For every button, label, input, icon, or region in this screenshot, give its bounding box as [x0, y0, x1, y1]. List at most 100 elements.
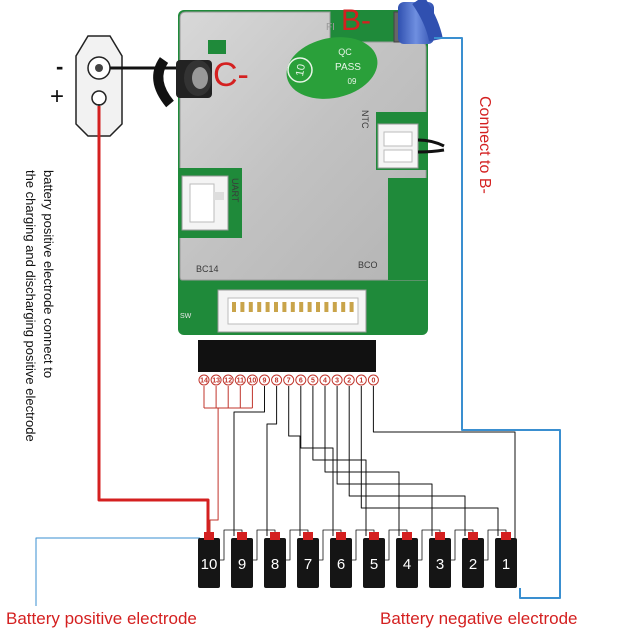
cell-number: 8: [271, 556, 279, 573]
cell-positive-cap: [204, 532, 214, 540]
positive-note-line2: the charging and discharging positive el…: [23, 170, 38, 442]
pin-number: 3: [335, 378, 339, 385]
cell-number: 10: [201, 556, 218, 573]
cell-body: [363, 538, 385, 588]
balance-pin: [299, 302, 304, 312]
series-link: [484, 529, 507, 561]
sense-wire-6: [300, 386, 334, 536]
cell-body: [330, 538, 352, 588]
cell-positive-cap: [501, 532, 511, 540]
pin-label-3: 3: [331, 374, 343, 386]
balance-pin: [232, 302, 236, 312]
pin-number: 5: [311, 378, 315, 385]
pin-number: 1: [359, 378, 363, 385]
terminal-plus-sign: +: [50, 83, 64, 110]
battery-cell-3: 3: [429, 532, 451, 588]
sense-wire-b0: [372, 386, 516, 538]
sense-wire-8: [266, 386, 278, 536]
shield-cutout: [208, 40, 226, 54]
cell-positive-cap: [435, 532, 445, 540]
pin-label-7: 7: [283, 374, 295, 386]
pcb-area-right: [388, 178, 428, 280]
sense-wire-4: [324, 386, 400, 536]
battery-cell-2: 2: [462, 532, 484, 588]
balance-pin: [307, 302, 312, 312]
qc-pass-badge: 10 QC PASS 09: [286, 37, 378, 99]
series-link: [418, 529, 441, 561]
pin-number: 14: [200, 378, 208, 385]
pin-number: 13: [212, 378, 220, 385]
cell-number: 9: [238, 556, 246, 573]
cell-number: 7: [304, 556, 312, 573]
series-link: [253, 529, 276, 561]
battery-positive-label: Battery positive electrode: [6, 609, 197, 628]
terminal-minus-sign: -: [56, 54, 63, 79]
pin-label-12: 12: [222, 374, 234, 386]
cell-positive-cap: [369, 532, 379, 540]
balance-pin: [316, 302, 320, 312]
balance-pin: [282, 302, 287, 312]
pin-number: 10: [249, 378, 257, 385]
pin-label-5: 5: [307, 374, 319, 386]
pin-number: 8: [275, 378, 279, 385]
pin-label-6: 6: [295, 374, 307, 386]
balance-pin: [265, 302, 270, 312]
balance-pin: [290, 302, 295, 312]
cell-body: [429, 538, 451, 588]
battery-negative-label: Battery negative electrode: [380, 609, 578, 628]
pin-label-4: 4: [319, 374, 331, 386]
pin-label-0: 0: [367, 374, 379, 386]
b-minus-main-wire: [434, 37, 561, 599]
cell-body: [396, 538, 418, 588]
sense-wire-b10-plus: [209, 408, 219, 532]
sense-wire-7: [288, 386, 301, 536]
pin-number: 4: [323, 378, 327, 385]
cell-number: 6: [337, 556, 345, 573]
pin-label-1: 1: [355, 374, 367, 386]
uart-label: UART: [230, 178, 240, 203]
balance-pin: [341, 302, 346, 312]
balance-pin: [332, 302, 337, 312]
c-minus-cable: [153, 57, 212, 108]
positive-note-line1: battery positive electrode connect to: [41, 170, 56, 378]
balance-sense-wires: [35, 37, 561, 606]
cell-number: 2: [469, 556, 477, 573]
battery-cells: 10 9 8 7 6 5 4 3 2 1: [198, 532, 517, 588]
cell-body: [495, 538, 517, 588]
balance-pin: [240, 302, 245, 312]
fi-label: FI: [326, 22, 335, 33]
sense-wire-1: [360, 386, 499, 536]
series-link: [451, 529, 474, 561]
terminal-plus-hole: [91, 90, 107, 106]
balance-pin: [349, 302, 354, 312]
positive-label-leader: [35, 537, 200, 606]
cell-body: [264, 538, 286, 588]
positive-main-wire: [97, 106, 210, 532]
ntc-connector: [377, 123, 445, 169]
pin-label-10: 10: [246, 374, 258, 386]
b-minus-label: B-: [341, 4, 371, 37]
b-minus-cable: [393, 0, 443, 44]
uart-connector: [181, 175, 229, 231]
sense-wire-5: [312, 386, 367, 536]
pin-number: 7: [287, 378, 291, 385]
cell-positive-cap: [402, 532, 412, 540]
balance-pin: [248, 302, 253, 312]
ntc-label: NTC: [360, 110, 370, 129]
balance-pin: [274, 302, 278, 312]
bco-label: BCO: [358, 260, 378, 270]
pin-label-13: 13: [210, 374, 222, 386]
battery-cell-9: 9: [231, 532, 253, 588]
battery-cell-7: 7: [297, 532, 319, 588]
cell-number: 5: [370, 556, 378, 573]
qc-line1: QC: [338, 47, 352, 57]
cell-number: 4: [403, 556, 411, 573]
pin-number: 12: [224, 378, 232, 385]
sw-label: SW: [180, 313, 192, 320]
battery-cell-5: 5: [363, 532, 385, 588]
sense-wire-2: [348, 386, 466, 536]
pin-label-2: 2: [343, 374, 355, 386]
battery-cell-1: 1: [495, 532, 517, 588]
pin-number: 6: [299, 378, 303, 385]
